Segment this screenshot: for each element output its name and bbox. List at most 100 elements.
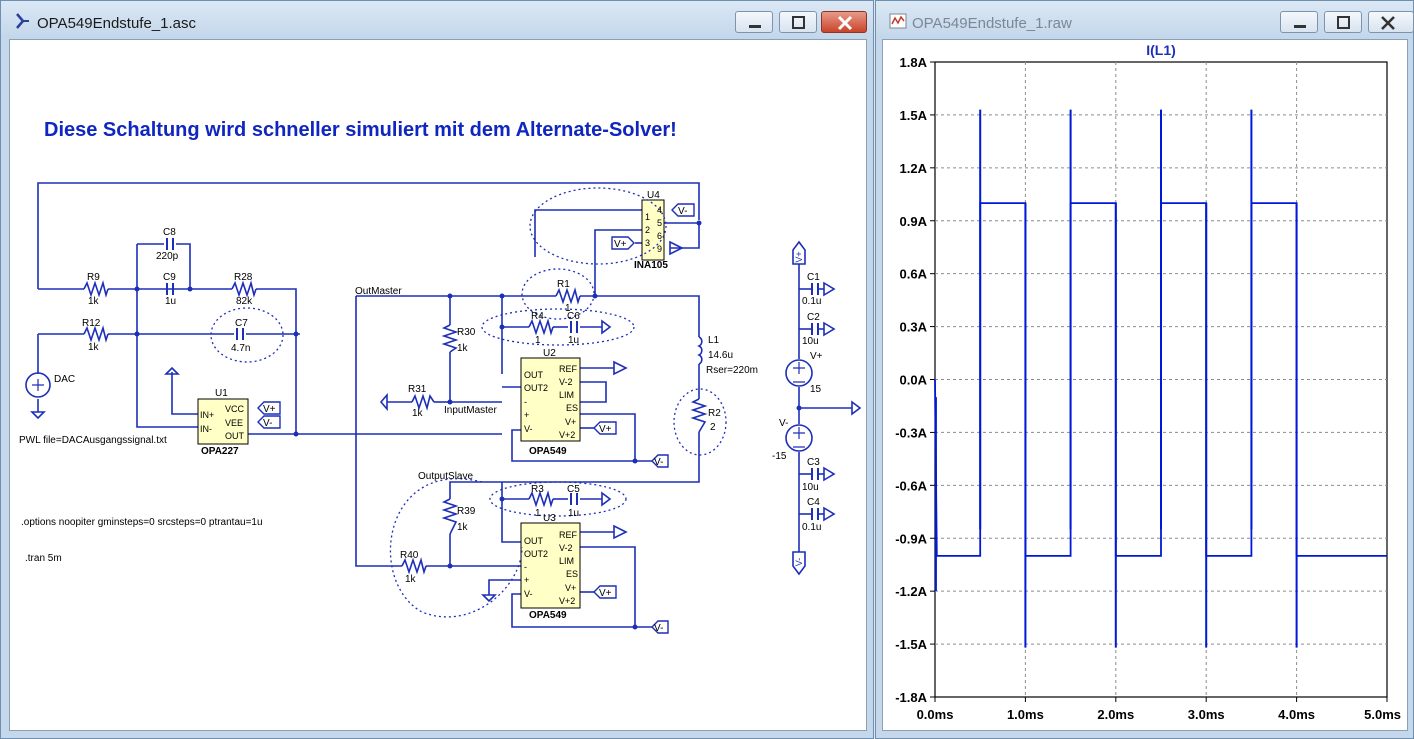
c1-value: 0.1u <box>802 296 821 307</box>
c9-name: C9 <box>163 272 176 283</box>
pin-labels: IN+ IN- VCC VEE OUT OUT OUT2 - + V- REF … <box>200 205 662 606</box>
r12-value: 1k <box>88 342 100 353</box>
c7-value: 4.7n <box>231 343 250 354</box>
schematic-titlebar[interactable]: OPA549Endstufe_1.asc <box>1 1 873 39</box>
svg-text:V+2: V+2 <box>559 596 575 606</box>
r28-value: 82k <box>236 296 253 307</box>
maximize-icon <box>1337 16 1350 29</box>
u1-name: U1 <box>215 388 228 399</box>
voltage-sources <box>25 359 813 452</box>
pwl-directive: PWL file=DACAusgangssignal.txt <box>19 435 167 446</box>
svg-text:OUT: OUT <box>524 536 544 546</box>
close-button[interactable] <box>1368 11 1414 33</box>
schematic-canvas[interactable]: V+ V- V+ V- V- V+ V+ V- V+ V- <box>9 39 867 731</box>
options-directive: .options noopiter gminsteps=0 srcsteps=0… <box>21 517 263 528</box>
svg-text:V-: V- <box>524 589 533 599</box>
svg-text:2: 2 <box>645 225 650 235</box>
c9-value: 1u <box>165 296 176 307</box>
svg-text:9: 9 <box>657 244 662 254</box>
svg-text:V-: V- <box>524 424 533 434</box>
waveform-plot[interactable]: 1.8A1.5A1.2A0.9A0.6A0.3A0.0A-0.3A-0.6A-0… <box>883 40 1407 730</box>
svg-text:LIM: LIM <box>559 390 574 400</box>
svg-text:1: 1 <box>645 212 650 222</box>
c8-value: 220p <box>156 251 179 262</box>
schematic-window[interactable]: OPA549Endstufe_1.asc <box>0 0 874 739</box>
banner-text: Diese Schaltung wird schneller simuliert… <box>44 119 677 141</box>
schematic-drawing[interactable]: V+ V- V+ V- V- V+ V+ V- V+ V- <box>10 40 866 730</box>
waveform-viewer-icon <box>889 13 907 29</box>
u2-name: U2 <box>543 348 556 359</box>
r40-value: 1k <box>405 574 417 585</box>
r4-value: 1 <box>535 335 541 346</box>
flag-u1-vcc: V+ <box>263 404 276 415</box>
c3-name: C3 <box>807 457 820 468</box>
net-outputslave: OutputSlave <box>418 471 473 482</box>
svg-text:4: 4 <box>657 205 662 215</box>
x-tick-label: 1.0ms <box>1007 707 1044 722</box>
c4-value: 0.1u <box>802 522 821 533</box>
svg-text:REF: REF <box>559 530 578 540</box>
flag-u1-vee: V- <box>263 418 272 429</box>
minimize-button[interactable] <box>735 11 773 33</box>
l1-name: L1 <box>708 335 720 346</box>
c4-name: C4 <box>807 497 820 508</box>
r39-name: R39 <box>457 506 476 517</box>
r9-name: R9 <box>87 272 100 283</box>
vplus-value: 15 <box>810 384 822 395</box>
y-tick-label: 0.6A <box>900 267 928 282</box>
r1-value: 1 <box>565 303 571 314</box>
x-tick-label: 5.0ms <box>1364 707 1401 722</box>
u3-name: U3 <box>543 513 556 524</box>
c6-name: C6 <box>567 311 580 322</box>
c2-name: C2 <box>807 312 820 323</box>
svg-text:+: + <box>524 575 529 585</box>
dotted-annotations <box>210 187 727 618</box>
maximize-button[interactable] <box>779 11 817 33</box>
l1-value: 14.6u <box>708 350 733 361</box>
close-icon <box>1381 16 1395 30</box>
svg-text:VCC: VCC <box>225 404 245 414</box>
vplus-name: V+ <box>810 351 823 362</box>
trace-title[interactable]: I(L1) <box>1146 42 1176 58</box>
minimize-button[interactable] <box>1280 11 1318 33</box>
r4-name: R4 <box>531 311 544 322</box>
c8-name: C8 <box>163 227 176 238</box>
resistor-symbols <box>83 280 708 575</box>
x-tick-label: 3.0ms <box>1188 707 1225 722</box>
u4-name: U4 <box>647 190 660 201</box>
y-tick-label: -0.9A <box>895 531 927 546</box>
c5-value: 1u <box>568 508 579 519</box>
svg-text:OUT2: OUT2 <box>524 549 548 559</box>
y-tick-label: 1.2A <box>900 161 928 176</box>
flag-u3-vplus: V+ <box>599 588 612 599</box>
svg-text:V+: V+ <box>565 583 576 593</box>
svg-text:V+: V+ <box>565 417 576 427</box>
svg-text:ES: ES <box>566 403 578 413</box>
c1-name: C1 <box>807 272 820 283</box>
flag-u4-vminus: V- <box>678 206 687 217</box>
close-button[interactable] <box>821 11 867 33</box>
svg-text:IN+: IN+ <box>200 410 214 420</box>
svg-text:-: - <box>524 397 527 407</box>
svg-text:6: 6 <box>657 231 662 241</box>
svg-text:3: 3 <box>645 238 650 248</box>
junction-dots <box>134 220 802 630</box>
y-tick-label: -1.8A <box>895 690 927 705</box>
r28-name: R28 <box>234 272 253 283</box>
x-tick-label: 0.0ms <box>917 707 954 722</box>
vminus-name: V- <box>779 418 788 429</box>
r39-value: 1k <box>457 522 469 533</box>
c6-value: 1u <box>568 335 579 346</box>
flag-u3-vminus: V- <box>654 623 663 634</box>
waveform-titlebar[interactable]: OPA549Endstufe_1.raw <box>876 1 1414 39</box>
x-tick-label: 4.0ms <box>1278 707 1315 722</box>
u4-part: INA105 <box>634 260 668 271</box>
y-tick-label: -1.2A <box>895 584 927 599</box>
capacitor-symbols <box>166 238 819 520</box>
u2-part: OPA549 <box>529 446 567 457</box>
maximize-button[interactable] <box>1324 11 1362 33</box>
y-tick-label: -0.6A <box>895 478 927 493</box>
